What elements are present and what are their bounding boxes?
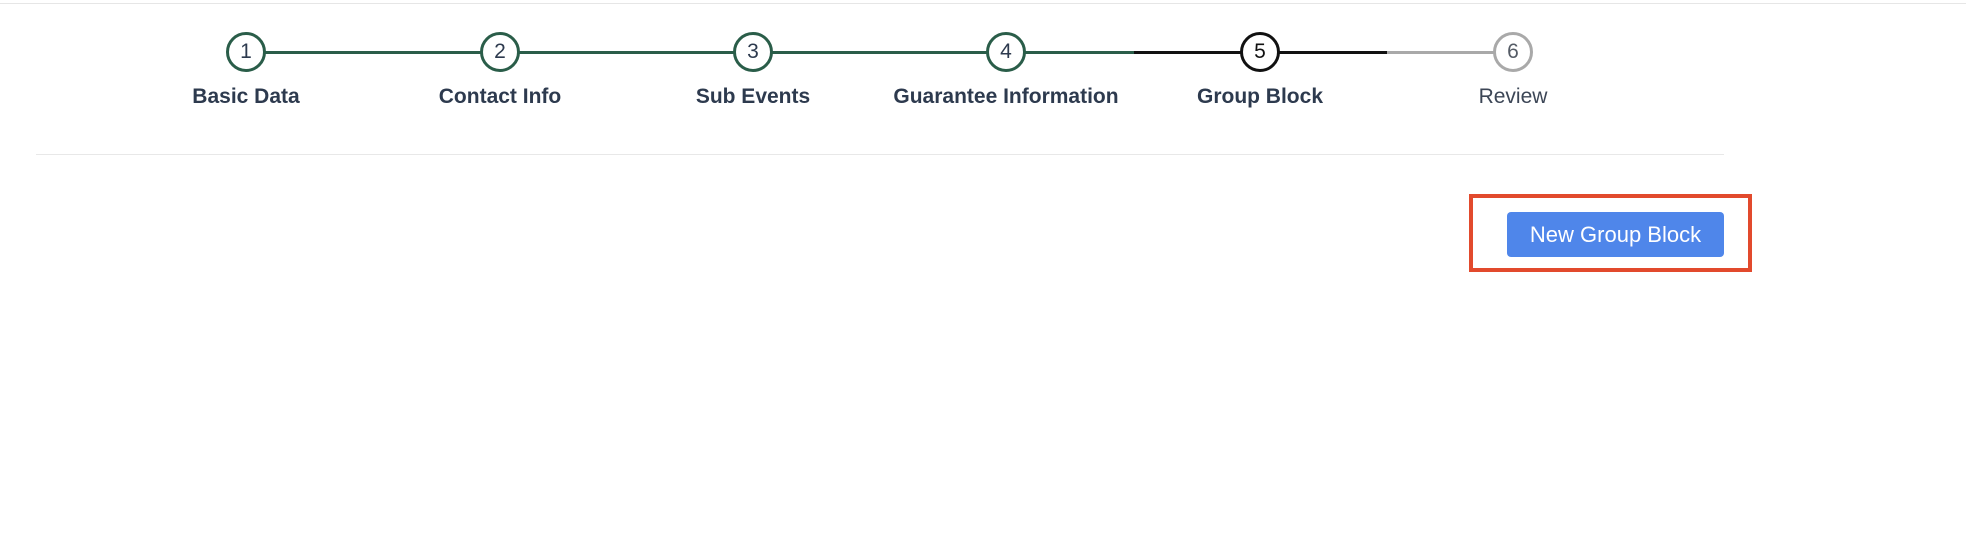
highlight-annotation: [1469, 194, 1752, 272]
step-review[interactable]: 6 Review: [1373, 32, 1653, 109]
section-divider: [36, 154, 1724, 155]
step-label: Group Block: [1196, 85, 1323, 108]
step-number: 5: [1240, 32, 1280, 72]
step-connector-5-6b: [1387, 51, 1513, 54]
step-number: 6: [1493, 32, 1533, 72]
step-sub-events[interactable]: 3 Sub Events: [613, 32, 893, 109]
step-number: 3: [733, 32, 773, 72]
step-label: Guarantee Information: [893, 85, 1119, 108]
step-number: 1: [226, 32, 266, 72]
step-number: 4: [986, 32, 1026, 72]
top-border: [0, 3, 1966, 4]
step-connector-2-3: [500, 51, 753, 54]
step-label: Contact Info: [438, 85, 562, 108]
new-group-block-button[interactable]: New Group Block: [1507, 212, 1724, 257]
step-connector-5-6a: [1260, 51, 1387, 54]
step-label: Review: [1478, 85, 1548, 108]
step-contact-info[interactable]: 2 Contact Info: [360, 32, 640, 109]
step-guarantee-information[interactable]: 4 Guarantee Information: [866, 32, 1146, 109]
step-connector-4-5b: [1134, 51, 1260, 54]
step-connector-4-5a: [1006, 51, 1134, 54]
step-label: Sub Events: [695, 85, 811, 108]
step-basic-data[interactable]: 1 Basic Data: [106, 32, 386, 109]
step-group-block[interactable]: 5 Group Block: [1120, 32, 1400, 109]
step-connector-1-2: [246, 51, 500, 54]
step-number: 2: [480, 32, 520, 72]
step-label: Basic Data: [192, 85, 300, 108]
step-connector-3-4: [753, 51, 1006, 54]
wizard-stepper: 1 Basic Data 2 Contact Info 3 Sub Events…: [0, 0, 1966, 140]
